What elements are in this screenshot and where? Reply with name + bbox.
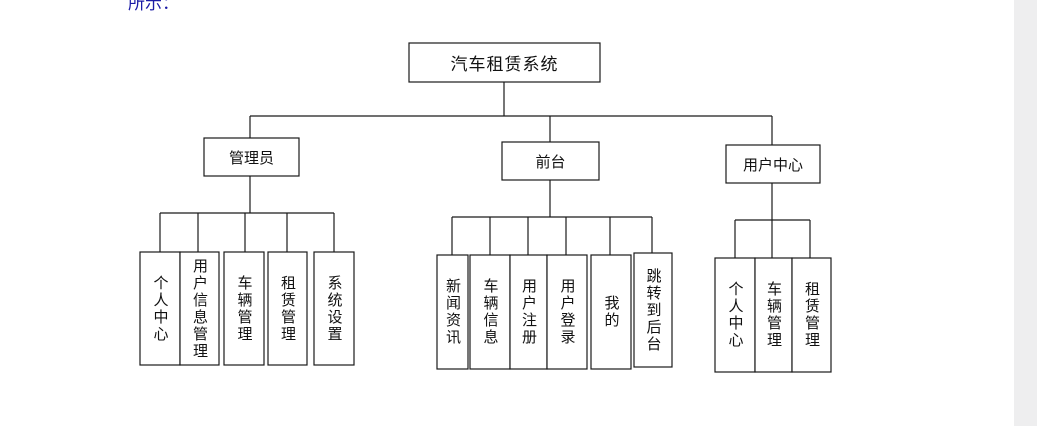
g3-child-label-2: 车辆管理 <box>765 281 783 349</box>
clipped-heading-text: 所示： <box>128 0 179 14</box>
group-label-user-center: 用户中心 <box>742 155 803 174</box>
g2-child-box-5 <box>590 254 632 370</box>
g1-child-label-1: 个人中心 <box>151 274 170 343</box>
g2-child-box-1 <box>436 254 469 370</box>
g1-child-box-3 <box>223 251 265 366</box>
g3-child-box-1 <box>714 257 756 373</box>
group-label-admin: 管理员 <box>228 148 274 167</box>
group-box-user-center <box>725 144 821 184</box>
g2-child-box-6 <box>633 252 673 368</box>
g2-child-label-2: 车辆信息 <box>481 278 500 346</box>
g1-child-label-5: 系统设置 <box>325 274 344 343</box>
g2-child-label-3: 用户注册 <box>520 278 538 346</box>
g2-child-label-5: 我的 <box>602 295 621 329</box>
g1-child-label-2: 用户信息管理 <box>191 257 209 360</box>
g3-child-box-3 <box>791 257 832 373</box>
g2-child-label-4: 用户登录 <box>558 278 577 346</box>
g1-child-box-2 <box>179 251 220 366</box>
g1-child-label-4: 租赁管理 <box>279 274 297 343</box>
g3-child-label-1: 个人中心 <box>726 281 745 349</box>
g1-child-box-5 <box>313 251 355 366</box>
group-label-frontend: 前台 <box>535 152 566 171</box>
g3-child-box-2 <box>754 257 793 373</box>
g2-child-box-2 <box>469 254 511 370</box>
root-node-label: 汽车租赁系统 <box>450 55 559 75</box>
g2-child-box-4 <box>546 254 588 370</box>
g2-child-label-6: 跳转到后台 <box>644 267 663 353</box>
group-box-admin <box>203 137 300 177</box>
g1-child-box-4 <box>267 251 308 366</box>
g3-child-label-3: 租赁管理 <box>803 281 821 349</box>
group-box-frontend <box>501 141 600 181</box>
root-box <box>408 42 601 83</box>
page-scrollbar[interactable] <box>1014 0 1037 426</box>
g2-child-label-1: 新闻资讯 <box>444 278 462 346</box>
g1-child-label-3: 车辆管理 <box>235 274 254 343</box>
g1-child-box-1 <box>139 251 181 366</box>
